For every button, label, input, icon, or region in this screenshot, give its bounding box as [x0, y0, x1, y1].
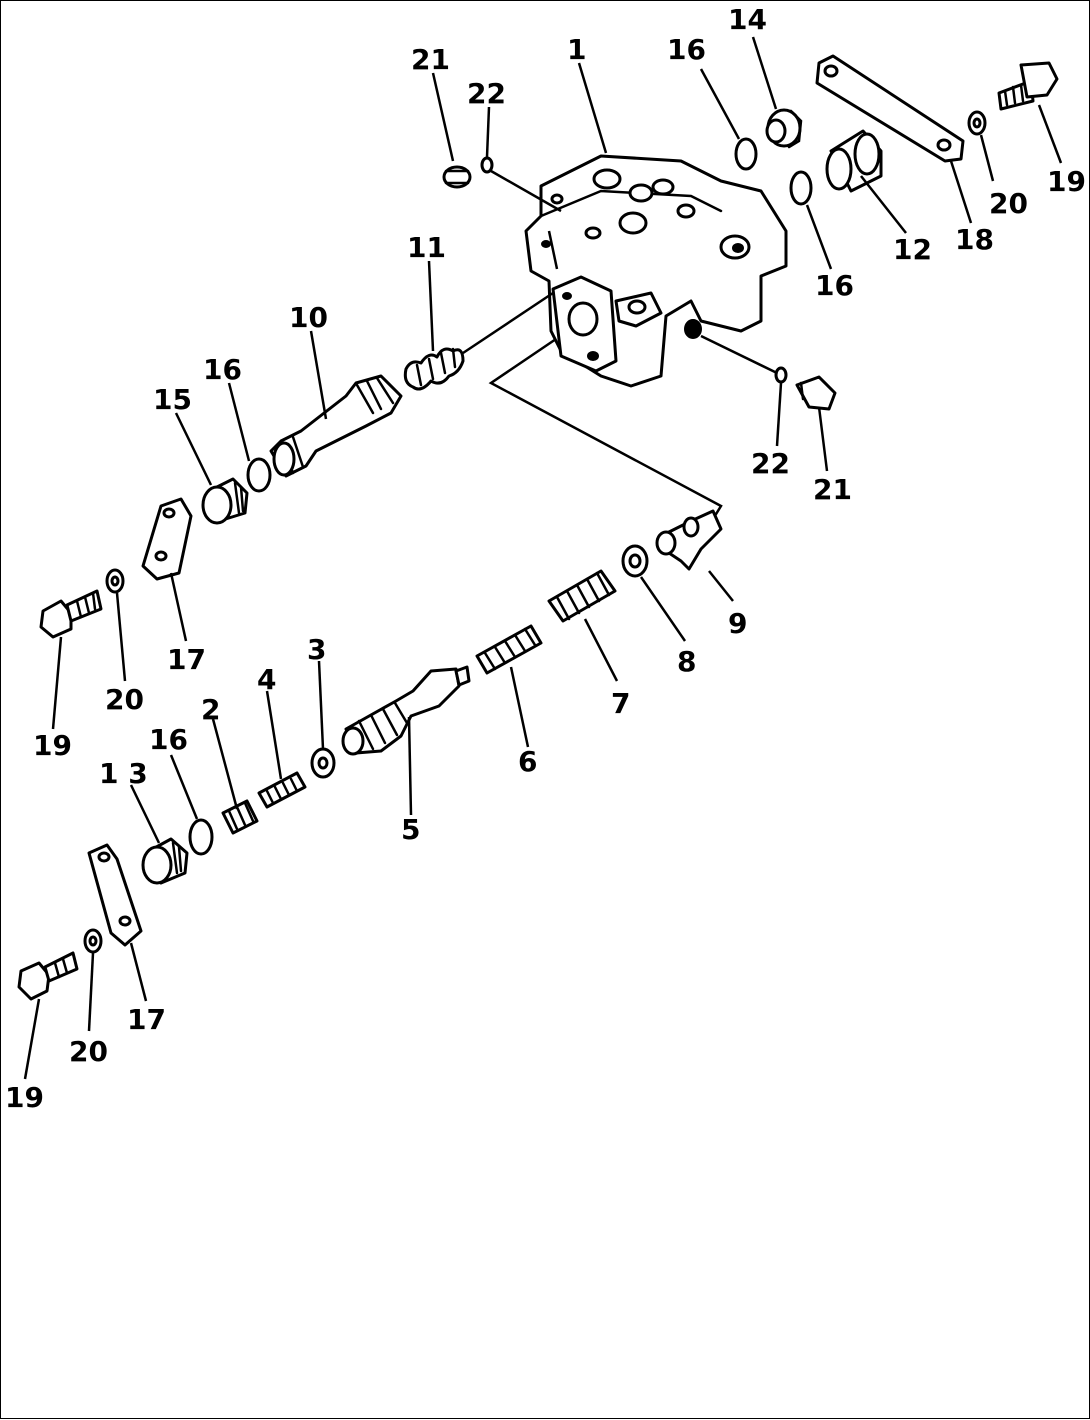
part-19-bolt-mid [39, 589, 103, 639]
label-6: 6 [518, 745, 537, 778]
part-22-oring-lower [700, 334, 788, 384]
label-21-upper: 21 [411, 43, 450, 76]
part-labels: 1 2 3 4 5 6 7 8 9 10 11 12 1 3 14 15 16 … [5, 3, 1086, 1114]
label-14: 14 [728, 3, 767, 36]
part-10-spool [269, 374, 403, 478]
label-7: 7 [611, 687, 630, 720]
assembly-guide-line [488, 337, 723, 520]
part-16-oring-mid [246, 457, 272, 493]
label-19-upper: 19 [1047, 165, 1086, 198]
label-3: 3 [307, 633, 326, 666]
label-11: 11 [407, 231, 446, 264]
part-19-bolt-upper [997, 61, 1059, 111]
part-17-plate-upper [141, 497, 193, 581]
label-1: 1 [567, 33, 586, 66]
part-20-washer-mid [105, 568, 125, 594]
part-11-spring [403, 291, 554, 391]
part-21-plug-upper [442, 165, 472, 189]
part-16-oring-upper [734, 137, 813, 206]
label-22-upper: 22 [467, 77, 506, 110]
label-18: 18 [955, 223, 994, 256]
part-15-plug [201, 477, 249, 525]
label-leaders [23, 36, 1063, 1080]
label-2: 2 [201, 693, 220, 726]
part-2-spring [221, 799, 259, 835]
part-18-plate [815, 54, 965, 163]
part-6-spring [475, 624, 543, 675]
part-20-washer-upper [967, 110, 987, 136]
label-15: 15 [153, 383, 192, 416]
part-8-nut [621, 544, 649, 578]
label-17-upper: 17 [167, 643, 206, 676]
label-12: 12 [893, 233, 932, 266]
part-5-spool [341, 665, 471, 756]
part-22-oring-upper [480, 156, 562, 213]
part-16-oring-lower [188, 818, 214, 856]
valve-body [524, 154, 788, 388]
label-10: 10 [289, 301, 328, 334]
label-19-mid: 19 [33, 729, 72, 762]
part-14-plug [765, 108, 803, 149]
part-17-plate-lower [87, 843, 143, 947]
part-21-plug-lower [795, 375, 837, 411]
label-16-right: 16 [815, 269, 854, 302]
part-20-washer-lower [83, 928, 103, 954]
label-5: 5 [401, 813, 420, 846]
part-9-bracket [655, 509, 723, 571]
label-21-lower: 21 [813, 473, 852, 506]
label-20-mid: 20 [105, 683, 144, 716]
label-4: 4 [257, 663, 276, 696]
part-12-plug [825, 129, 883, 193]
label-16-upper: 16 [667, 33, 706, 66]
part-4-spring [257, 771, 307, 809]
part-7-spring [547, 569, 617, 623]
label-13: 1 3 [99, 757, 148, 790]
label-22-lower: 22 [751, 447, 790, 480]
label-16-mid: 16 [203, 353, 242, 386]
label-16-lower: 16 [149, 723, 188, 756]
part-3-nut [310, 747, 336, 779]
part-13-plug [141, 837, 189, 885]
part-19-bolt-lower [17, 951, 79, 1001]
label-20-lower: 20 [69, 1035, 108, 1068]
label-9: 9 [728, 607, 747, 640]
label-8: 8 [677, 645, 696, 678]
label-20-upper: 20 [989, 187, 1028, 220]
label-17-lower: 17 [127, 1003, 166, 1036]
label-19-lower: 19 [5, 1081, 44, 1114]
